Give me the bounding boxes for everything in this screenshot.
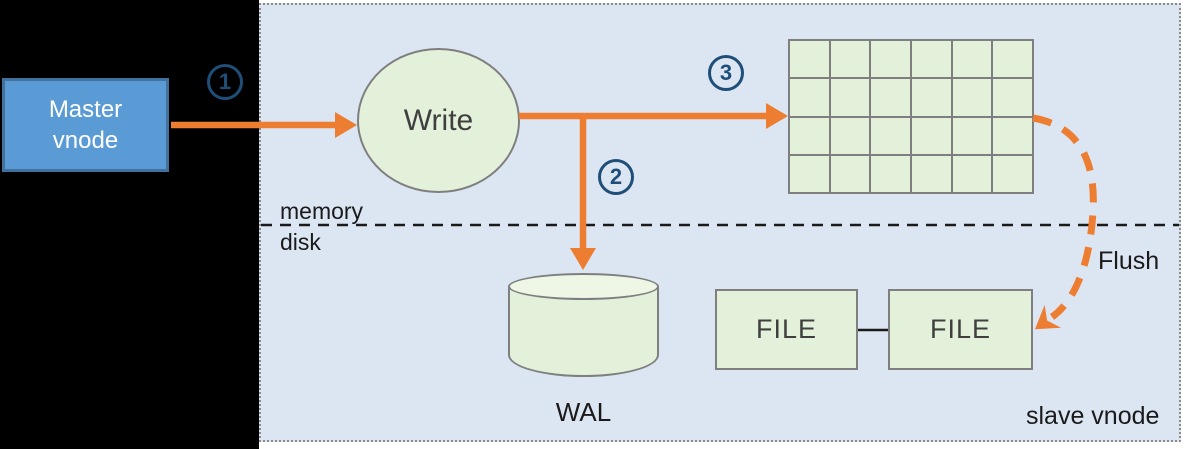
memtable-cell [911, 116, 952, 155]
file-box-2: FILE [888, 289, 1033, 370]
step-3-badge: 3 [708, 55, 744, 91]
memtable-cell [951, 78, 993, 117]
master-vnode-label-line1: Master [48, 95, 123, 123]
memtable-cell [789, 78, 830, 117]
memtable-cell [870, 154, 911, 193]
memory-region-label: memory [280, 198, 364, 224]
memtable-cell [829, 40, 871, 79]
wal-cylinder [508, 273, 659, 377]
file2-label: FILE [929, 314, 992, 344]
wal-cylinder-top [508, 273, 659, 300]
memtable-cell [789, 40, 830, 79]
memtable-cell [951, 154, 993, 193]
memtable-cell [992, 116, 1033, 155]
write-process-ellipse: Write [357, 48, 520, 193]
memtable-cell [870, 40, 911, 79]
memtable-cell [992, 78, 1033, 117]
master-vnode-box: Master vnode [2, 78, 169, 172]
memtable-cell [951, 40, 993, 79]
memtable-cell [911, 40, 952, 79]
memtable-cell [951, 116, 993, 155]
wal-label: WAL [555, 397, 612, 427]
step-2-badge: 2 [598, 159, 634, 195]
memtable-cell [870, 78, 911, 117]
memtable-cell [829, 116, 871, 155]
memtable-cell [870, 116, 911, 155]
memtable-grid [788, 39, 1034, 194]
slave-vnode-label: slave vnode [1026, 402, 1160, 430]
memtable-cell [789, 154, 830, 193]
memtable-cell [789, 116, 830, 155]
master-vnode-label-line2: vnode [52, 127, 119, 154]
file-box-1: FILE [715, 289, 858, 370]
write-label: Write [403, 103, 474, 137]
memtable-cell [992, 154, 1033, 193]
memtable-cell [992, 40, 1033, 79]
wal-cylinder-body [508, 286, 659, 377]
disk-region-label: disk [280, 229, 321, 255]
memtable-cell [829, 78, 871, 117]
memtable-cell [911, 78, 952, 117]
memtable-cell [911, 154, 952, 193]
file1-label: FILE [755, 314, 818, 344]
memtable-cell [829, 154, 871, 193]
flush-label: Flush [1098, 247, 1160, 275]
step-1-badge: 1 [207, 64, 243, 100]
